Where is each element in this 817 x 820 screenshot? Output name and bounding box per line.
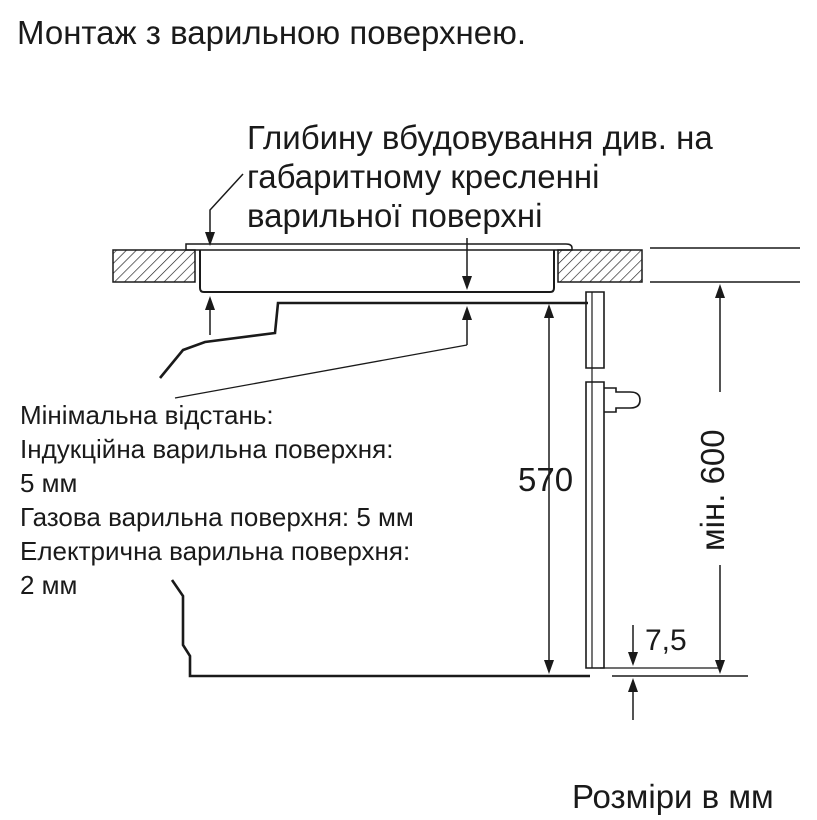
clearance-induction-value: 5 мм [20, 468, 78, 498]
countertop-right [557, 249, 643, 283]
oven-body-lower [170, 579, 590, 678]
arrow-head-icon [628, 678, 638, 692]
arrow-head-icon [715, 284, 725, 298]
oven-height-label: 570 [518, 461, 574, 498]
hob-plate [185, 243, 573, 251]
depth-note-line: габаритному кресленні [247, 158, 600, 195]
clearance-heading: Мінімальна відстань: [20, 400, 274, 430]
oven-door [585, 291, 605, 669]
clearance-note: Мінімальна відстань: Індукційна варильна… [20, 398, 414, 602]
countertop-left [112, 249, 196, 283]
oven-knob [604, 387, 641, 413]
arrow-head-icon [628, 652, 638, 666]
depth-note-leader [209, 173, 244, 240]
arrow-head-icon [205, 296, 215, 310]
arrow-head-icon [205, 232, 215, 246]
depth-note-line: Глибину вбудовування див. на [247, 119, 713, 156]
depth-note-line: варильної поверхні [247, 197, 543, 234]
units-note: Розміри в мм [572, 778, 774, 815]
clearance-electric-value: 2 мм [20, 570, 78, 600]
arrow-head-icon [462, 306, 472, 320]
arrow-head-icon [715, 660, 725, 674]
hob-body [199, 250, 555, 293]
clearance-induction: Індукційна варильна поверхня: [20, 434, 394, 464]
clearance-leader [174, 344, 468, 399]
niche-height-label: мін. 600 [694, 429, 731, 551]
clearance-gas: Газова варильна поверхня: 5 мм [20, 502, 414, 532]
depth-note: Глибину вбудовування див. на габаритному… [247, 118, 713, 235]
arrow-head-icon [462, 276, 472, 290]
diagram-title: Монтаж з варильною поверхнею. [17, 14, 527, 51]
oven-body [158, 301, 588, 379]
clearance-electric: Електрична варильна поверхня: [20, 536, 411, 566]
arrow-head-icon [544, 304, 554, 318]
front-offset-label: 7,5 [645, 624, 687, 657]
arrow-head-icon [544, 660, 554, 674]
